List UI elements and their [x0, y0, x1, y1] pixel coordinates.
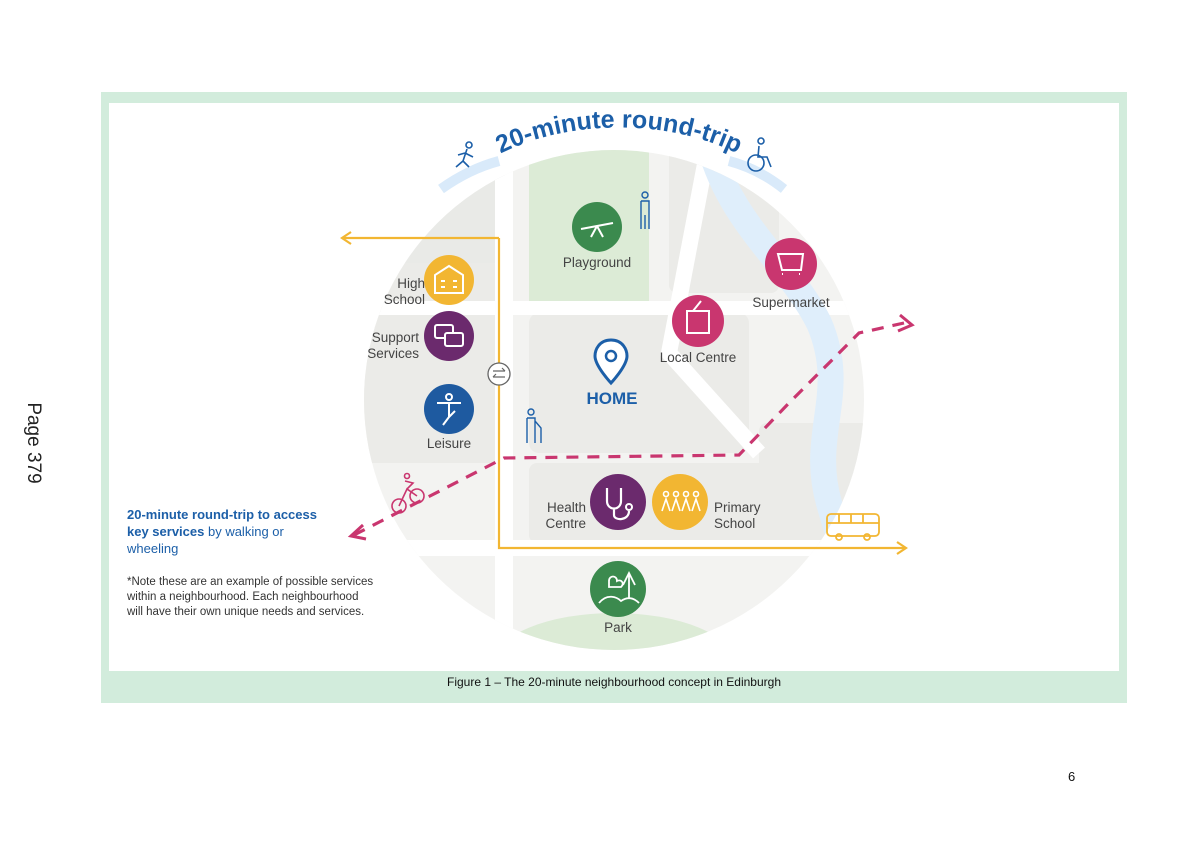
wheelchair-icon: [747, 137, 772, 172]
home-label: HOME: [587, 389, 638, 408]
support-services-label-2: Services: [367, 346, 419, 361]
pink-arrow-right: [897, 313, 915, 333]
park-label: Park: [604, 620, 632, 635]
route-explanation: 20-minute round-trip to access key servi…: [127, 506, 317, 557]
yellow-route-line: [497, 238, 904, 550]
services-note: *Note these are an example of possible s…: [127, 576, 374, 618]
neighbourhood-diagram: 20-minute round-trip: [340, 105, 915, 650]
yellow-arrow-left: [340, 231, 352, 245]
bus-icon: [826, 513, 880, 541]
arc-accent-right: [727, 156, 788, 193]
page-margin-text: Page 379: [23, 402, 44, 484]
page-margin-label: Page 379: [18, 388, 48, 498]
local-centre-icon: [672, 295, 724, 347]
park-icon: [590, 561, 646, 617]
figure-caption: Figure 1 – The 20-minute neighbourhood c…: [446, 675, 781, 689]
leisure-label: Leisure: [427, 436, 471, 451]
supermarket-label: Supermarket: [752, 295, 830, 310]
support-services-label-1: Support: [372, 330, 420, 345]
pink-arrow-left: [347, 523, 367, 541]
primary-school-label-1: Primary: [714, 500, 761, 515]
high-school-label-2: School: [384, 292, 425, 307]
primary-school-label-2: School: [714, 516, 755, 531]
page-number: 6: [1068, 769, 1076, 784]
arc-accent-left: [438, 156, 501, 194]
playground-icon: [572, 202, 622, 252]
playground-label: Playground: [563, 255, 631, 270]
route-explanation-bold: 20-minute round-trip to access key servi…: [127, 507, 317, 539]
walking-person-icon: [455, 141, 474, 168]
crossing-icon: [487, 362, 511, 386]
supermarket-icon: [765, 238, 817, 290]
health-centre-label-1: Health: [547, 500, 586, 515]
home-pin-icon: [593, 338, 629, 386]
figure-frame: 20-minute round-trip: [101, 92, 1127, 703]
figure-illustration: 20-minute round-trip: [109, 103, 1119, 671]
high-school-icon: [424, 255, 474, 305]
cyclist-icon: [391, 472, 425, 514]
primary-school-icon: [652, 474, 708, 530]
support-services-icon: [424, 311, 474, 361]
yellow-arrow-right: [896, 541, 908, 555]
health-centre-icon: [590, 474, 646, 530]
leisure-icon: [424, 384, 474, 434]
high-school-label-1: High: [397, 276, 425, 291]
local-centre-label: Local Centre: [660, 350, 737, 365]
elderly-person-icon: [526, 408, 542, 443]
health-centre-label-2: Centre: [545, 516, 586, 531]
parent-child-icon: [640, 191, 650, 229]
route-explanation-rest: by walking or wheeling: [127, 524, 284, 556]
